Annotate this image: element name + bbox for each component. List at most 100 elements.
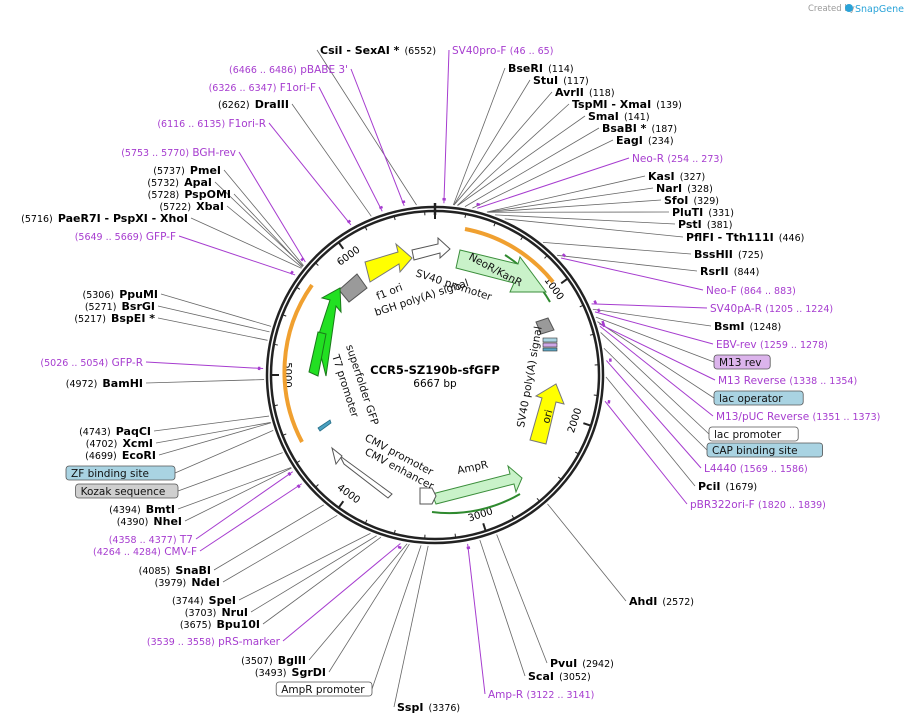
- restriction-site-name: BsmI: [714, 320, 745, 333]
- restriction-site-name: BglII: [278, 654, 306, 667]
- feature-box-label: ZF binding site: [71, 468, 149, 480]
- site-leader: [153, 415, 270, 432]
- tick-line: [296, 286, 301, 290]
- site-leader: [547, 503, 627, 602]
- site-leader: [486, 187, 654, 213]
- restriction-site-position: (1248): [750, 322, 782, 333]
- restriction-site-name: NarI: [656, 182, 682, 195]
- primer-leader: [350, 68, 405, 206]
- site-leader: [238, 533, 371, 601]
- restriction-site-suffix: - Tth111I: [714, 231, 774, 244]
- restriction-site-position: (117): [563, 76, 589, 87]
- feature-box-label: Kozak sequence: [81, 486, 166, 498]
- primer-leader: [282, 543, 401, 642]
- restriction-site-position: (446): [779, 233, 805, 244]
- primer-mark: [476, 202, 481, 207]
- restriction-site-label: (5306) PpuMI: [83, 283, 159, 302]
- restriction-site-name: PaqCI: [116, 425, 151, 438]
- restriction-site-position: (5217): [74, 314, 106, 325]
- primer-name: L4440: [704, 463, 737, 475]
- feature-arc-orange-left: [282, 283, 314, 443]
- cap-site-mark: [542, 347, 558, 352]
- restriction-site-position: (381): [707, 220, 733, 231]
- site-leader: [452, 67, 506, 206]
- restriction-site-position: (3703): [185, 608, 217, 619]
- restriction-site-name: BspEI *: [111, 312, 155, 325]
- primer-leader: [599, 325, 714, 417]
- primer-name: SV40pA-R: [710, 303, 762, 315]
- primer-name: CMV-F: [164, 546, 197, 558]
- restriction-site-label: NarI (328): [656, 177, 713, 196]
- feature-leader: [371, 545, 422, 690]
- tick-line: [296, 460, 301, 464]
- feature-leader: [603, 347, 708, 451]
- restriction-site-name: Bpu10I: [217, 618, 261, 631]
- tick-line: [337, 241, 345, 250]
- ampr-promoter-arrow: [419, 487, 437, 505]
- primer-range: (1205 .. 1224): [765, 304, 833, 315]
- restriction-site-label: (3703) NruI: [185, 601, 248, 620]
- primer-leader: [477, 157, 630, 209]
- feature-leader: [597, 321, 715, 399]
- primer-mark: [561, 253, 567, 258]
- tick-line: [593, 394, 598, 397]
- primer-name: F1ori-R: [229, 118, 266, 130]
- tick-line: [557, 476, 562, 480]
- restriction-site-name: PstI: [678, 218, 702, 231]
- primer-name: GFP-R: [112, 357, 143, 369]
- primer-label: pBR322ori-F (1820 .. 1839): [690, 499, 826, 511]
- primer-leader: [604, 400, 688, 505]
- site-leader: [542, 241, 692, 255]
- tick-line: [536, 497, 540, 502]
- primer-range: (46 .. 65): [510, 46, 554, 57]
- snapgene-logo: SnapGene: [845, 4, 904, 15]
- restriction-site-label: PflFI - Tth111I (446): [686, 226, 804, 245]
- restriction-site-label: (4394) BmtI: [109, 498, 175, 517]
- restriction-site-label: TspMI - XmaI (139): [572, 93, 682, 112]
- primer-label: M13/pUC Reverse (1351 .. 1373): [716, 411, 880, 423]
- restriction-site-label: BsmI (1248): [714, 315, 781, 334]
- restriction-site-name: XcmI: [122, 437, 153, 450]
- tick-line: [273, 343, 278, 346]
- restriction-site-name: AhdI: [629, 595, 657, 608]
- restriction-site-name: CsiI: [320, 44, 342, 57]
- site-leader: [155, 422, 271, 444]
- restriction-site-position: (141): [624, 112, 650, 123]
- primer-label: M13 Reverse (1338 .. 1354): [718, 375, 857, 387]
- primer-mark: [346, 219, 352, 224]
- restriction-site-position: (234): [648, 136, 674, 147]
- primer-label: SV40pA-R (1205 .. 1224): [710, 303, 833, 315]
- primer-leader: [591, 303, 708, 309]
- restriction-site-name: EagI: [616, 134, 643, 147]
- primer-leader: [145, 361, 264, 370]
- restriction-site-label: (3507) BglII: [241, 649, 306, 668]
- primer-leader: [598, 323, 716, 381]
- restriction-site-name: EcoRI: [122, 449, 156, 462]
- restriction-site-position: (114): [548, 64, 574, 75]
- site-leader: [160, 293, 272, 327]
- primer-label: L4440 (1569 .. 1586): [704, 463, 808, 475]
- primer-name: M13 Reverse: [718, 375, 786, 387]
- feature-arcs: [282, 227, 565, 515]
- restriction-site-label: EagI (234): [616, 129, 674, 148]
- site-leader: [328, 543, 410, 673]
- primer-name: pRS-marker: [218, 636, 281, 648]
- feature-leader: [177, 452, 283, 492]
- primer-label: (4264 .. 4284) CMV-F: [93, 546, 197, 558]
- site-leader: [233, 193, 303, 267]
- restriction-site-name: PciI: [698, 480, 720, 493]
- feature-box: [706, 442, 823, 458]
- restriction-site-position: (5722): [159, 202, 191, 213]
- restriction-site-name: PflFI: [686, 231, 714, 244]
- restriction-site-name: TspMI: [572, 98, 608, 111]
- site-leader: [393, 545, 429, 708]
- primer-leader: [443, 49, 450, 204]
- restriction-site-position: (4972): [66, 379, 98, 390]
- feature-box-label: lac operator: [719, 393, 783, 405]
- tick-label: 5000: [282, 362, 293, 387]
- restriction-site-name: SpeI: [209, 594, 236, 607]
- restriction-site-position: (1679): [726, 482, 758, 493]
- restriction-site-label: PvuI (2942): [550, 652, 614, 671]
- restriction-site-position: (3376): [429, 703, 461, 714]
